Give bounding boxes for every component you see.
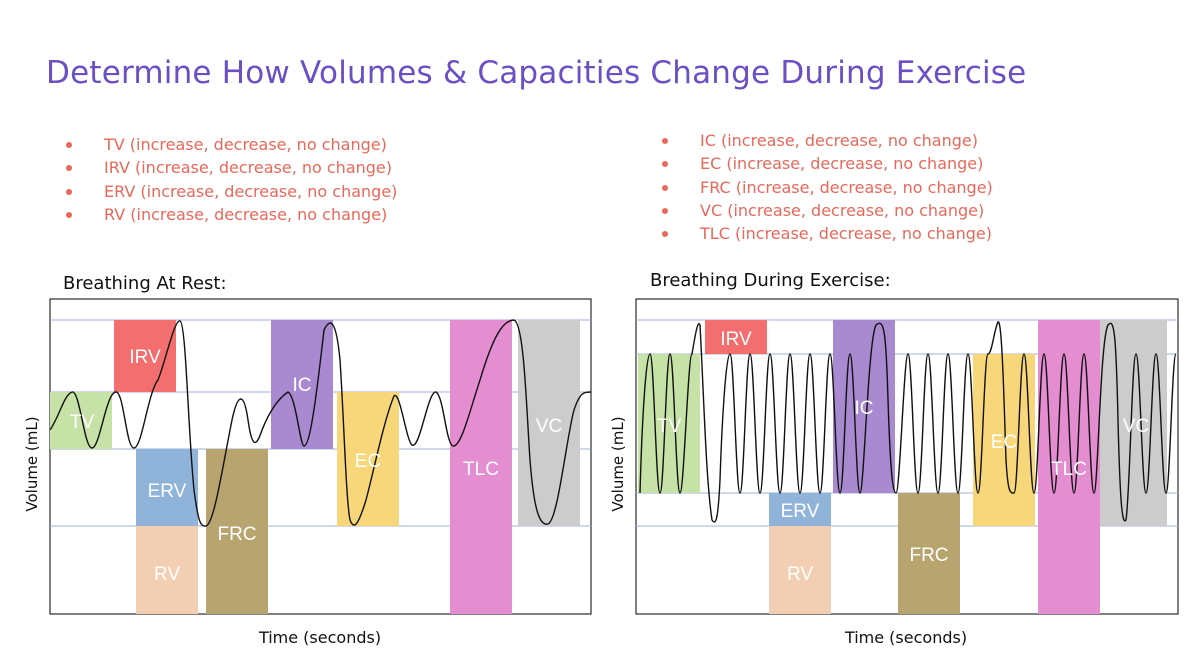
exercise-breathing-trace bbox=[639, 321, 1177, 523]
rest-label-frc: FRC bbox=[217, 524, 256, 545]
exercise-irv-block bbox=[705, 320, 767, 354]
exercise-label-rv: RV bbox=[787, 564, 813, 585]
exercise-tlc-block bbox=[1038, 320, 1100, 614]
rest-frc-block bbox=[206, 449, 268, 614]
rest-label-tv: TV bbox=[70, 412, 95, 433]
volumes-list: TV (increase, decrease, no change) IRV (… bbox=[64, 133, 397, 226]
exercise-spirogram: TV IRV ERV RV IC FRC EC TLC VC bbox=[635, 298, 1179, 615]
rest-label-vc: VC bbox=[536, 416, 562, 437]
rest-label-erv: ERV bbox=[148, 481, 187, 502]
list-item-tlc: TLC (increase, decrease, no change) bbox=[660, 222, 993, 245]
exercise-label-irv: IRV bbox=[720, 329, 752, 350]
exercise-label-erv: ERV bbox=[781, 501, 820, 522]
list-item-irv: IRV (increase, decrease, no change) bbox=[64, 156, 397, 179]
rest-block-labels: TV IRV ERV RV FRC IC EC TLC VC bbox=[70, 347, 562, 585]
rest-tlc-block bbox=[450, 320, 512, 614]
exercise-erv-block bbox=[769, 493, 831, 526]
rest-label-ic: IC bbox=[293, 375, 312, 396]
list-item-tv: TV (increase, decrease, no change) bbox=[64, 133, 397, 156]
exercise-label-tlc: TLC bbox=[1051, 459, 1087, 480]
exercise-frc-block bbox=[898, 493, 960, 614]
rest-chart-title: Breathing At Rest: bbox=[63, 273, 227, 294]
page-title: Determine How Volumes & Capacities Chang… bbox=[46, 55, 1027, 91]
rest-tv-block bbox=[50, 392, 112, 449]
list-item-ic: IC (increase, decrease, no change) bbox=[660, 129, 993, 152]
rest-ec-block bbox=[337, 392, 399, 526]
list-item-rv: RV (increase, decrease, no change) bbox=[64, 203, 397, 226]
exercise-label-vc: VC bbox=[1123, 416, 1149, 437]
rest-label-rv: RV bbox=[154, 564, 180, 585]
list-item-frc: FRC (increase, decrease, no change) bbox=[660, 176, 993, 199]
exercise-label-frc: FRC bbox=[909, 545, 948, 566]
exercise-block-labels: TV IRV ERV RV IC FRC EC TLC VC bbox=[657, 329, 1149, 585]
exercise-x-axis-label: Time (seconds) bbox=[844, 628, 968, 647]
list-item-erv: ERV (increase, decrease, no change) bbox=[64, 180, 397, 203]
rest-rv-block bbox=[136, 526, 198, 614]
rest-label-irv: IRV bbox=[129, 347, 161, 368]
list-item-vc: VC (increase, decrease, no change) bbox=[660, 199, 993, 222]
exercise-label-ec: EC bbox=[991, 432, 1017, 453]
rest-label-ec: EC bbox=[355, 451, 381, 472]
exercise-tv-block bbox=[638, 354, 700, 493]
rest-x-axis-label: Time (seconds) bbox=[258, 628, 382, 647]
rest-spirogram: TV IRV ERV RV FRC IC EC TLC VC bbox=[49, 298, 592, 615]
exercise-chart-title: Breathing During Exercise: bbox=[650, 270, 891, 291]
rest-erv-block bbox=[136, 449, 198, 526]
exercise-rv-block bbox=[769, 526, 831, 614]
exercise-label-tv: TV bbox=[657, 416, 682, 437]
list-item-ec: EC (increase, decrease, no change) bbox=[660, 152, 993, 175]
rest-label-tlc: TLC bbox=[463, 459, 499, 480]
exercise-label-ic: IC bbox=[855, 398, 874, 419]
rest-breathing-trace bbox=[49, 319, 592, 527]
capacities-list: IC (increase, decrease, no change) EC (i… bbox=[660, 129, 993, 245]
